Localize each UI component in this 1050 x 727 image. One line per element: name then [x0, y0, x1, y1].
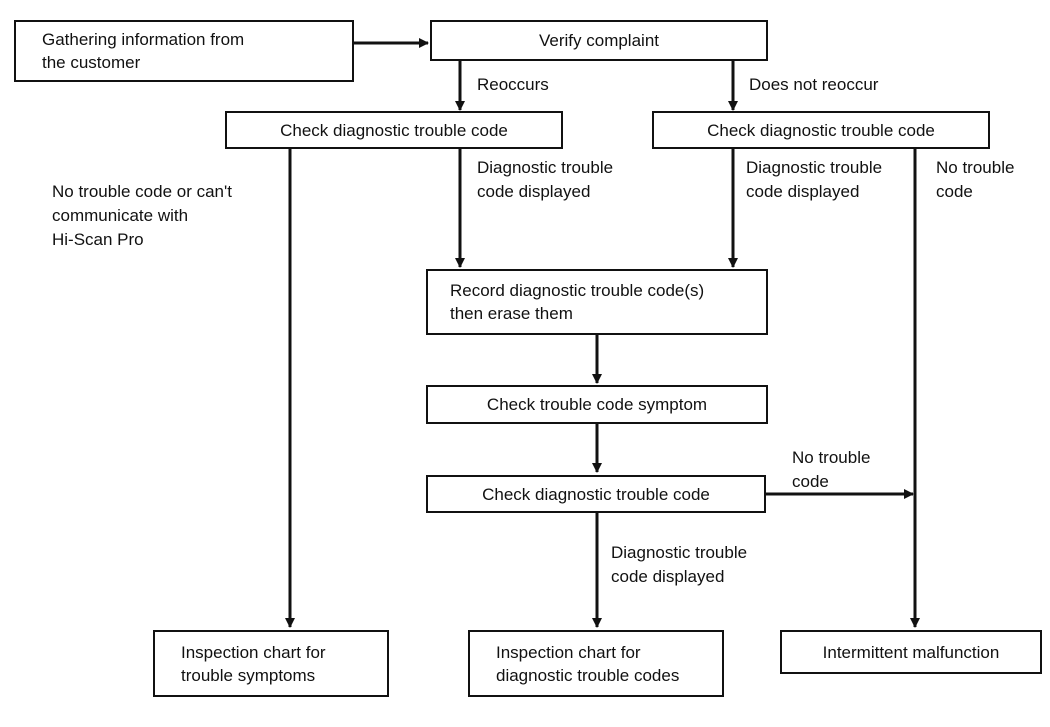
label-dtc-displayed-2-a: Diagnostic trouble	[746, 158, 883, 177]
check-dtc-mid-box: Check diagnostic trouble code	[426, 475, 766, 513]
label-reoccurs: Reoccurs	[477, 73, 549, 97]
label-no-code-left: No trouble code or can't communicate wit…	[52, 180, 232, 252]
label-no-code-right: No trouble code	[936, 156, 1014, 204]
gathering-line-2: the customer	[42, 53, 141, 72]
check-dtc-right-box: Check diagnostic trouble code	[652, 111, 990, 149]
label-dtc-displayed-2: Diagnostic trouble code displayed	[746, 156, 882, 204]
label-no-code-left-1: No trouble code or can't	[52, 182, 232, 201]
check-symptom-text: Check trouble code symptom	[486, 395, 708, 414]
check-dtc-right-text: Check diagnostic trouble code	[707, 120, 935, 140]
label-no-code-right-1: No trouble	[936, 158, 1015, 177]
inspect-symptoms-line-1: Inspection chart for	[181, 642, 326, 662]
check-symptom-box: Check trouble code symptom	[426, 385, 768, 424]
intermittent-box: Intermittent malfunction	[780, 630, 1042, 674]
record-line-2: then erase them	[450, 304, 573, 323]
gathering-info-box: Gathering information from the customer	[14, 20, 354, 82]
label-dtc-displayed-1-b: code displayed	[477, 182, 591, 201]
verify-complaint-box: Verify complaint	[430, 20, 768, 61]
intermittent-text: Intermittent malfunction	[822, 642, 1000, 662]
label-dtc-displayed-1: Diagnostic trouble code displayed	[477, 156, 613, 204]
label-no-code-mid-2: code	[792, 472, 829, 491]
label-dtc-displayed-3-a: Diagnostic trouble	[611, 543, 748, 562]
label-reoccurs-text: Reoccurs	[477, 75, 549, 94]
gathering-line-1: Gathering information from	[42, 30, 245, 49]
label-does-not-reoccur: Does not reoccur	[749, 73, 878, 97]
label-no-code-left-3: Hi-Scan Pro	[52, 230, 144, 249]
label-no-code-right-2: code	[936, 182, 973, 201]
check-dtc-left-text: Check diagnostic trouble code	[280, 120, 508, 140]
label-dtc-displayed-1-a: Diagnostic trouble	[477, 158, 614, 177]
verify-complaint-text: Verify complaint	[539, 31, 659, 50]
inspect-symptoms-line-2: trouble symptoms	[181, 665, 316, 685]
label-no-code-mid: No trouble code	[792, 446, 870, 494]
inspect-codes-line-1: Inspection chart for	[496, 642, 641, 662]
label-dtc-displayed-2-b: code displayed	[746, 182, 860, 201]
record-line-1: Record diagnostic trouble code(s)	[450, 281, 705, 300]
label-does-not-reoccur-text: Does not reoccur	[749, 75, 879, 94]
inspect-codes-box: Inspection chart for diagnostic trouble …	[468, 630, 724, 697]
label-no-code-mid-1: No trouble	[792, 448, 871, 467]
inspect-codes-line-2: diagnostic trouble codes	[496, 665, 680, 685]
label-dtc-displayed-3: Diagnostic trouble code displayed	[611, 541, 747, 589]
inspect-symptoms-box: Inspection chart for trouble symptoms	[153, 630, 389, 697]
check-dtc-mid-text: Check diagnostic trouble code	[482, 484, 710, 504]
record-dtc-box: Record diagnostic trouble code(s) then e…	[426, 269, 768, 335]
check-dtc-left-box: Check diagnostic trouble code	[225, 111, 563, 149]
label-dtc-displayed-3-b: code displayed	[611, 567, 725, 586]
label-no-code-left-2: communicate with	[52, 206, 189, 225]
